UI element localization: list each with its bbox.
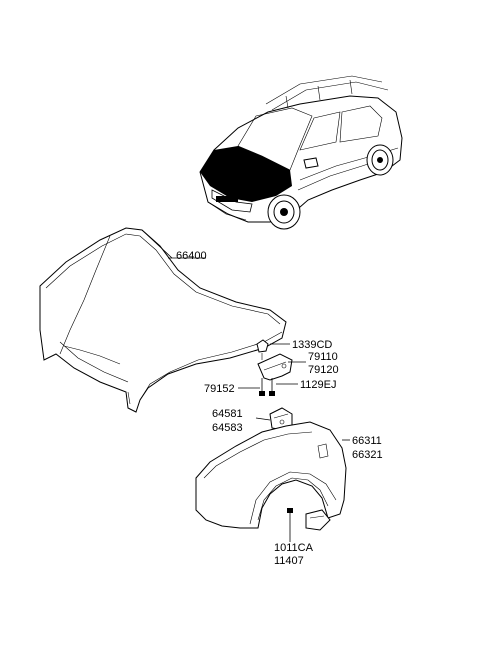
label-hinge-lh: 79110	[308, 351, 338, 363]
label-fender-lh: 66311	[352, 435, 382, 447]
label-screw-b: 11407	[274, 555, 304, 567]
hood-hinge	[256, 339, 293, 396]
hood-panel	[39, 227, 287, 413]
vehicle-illustration	[199, 75, 403, 230]
label-hood-bumper: 1339CD	[292, 339, 332, 351]
fender-screw	[287, 508, 293, 530]
front-fender	[195, 421, 347, 531]
label-hinge-bolt: 79152	[204, 383, 235, 395]
leader-lines	[141, 229, 350, 542]
label-fender-rh: 66321	[352, 449, 383, 461]
label-bracket-a: 64581	[212, 408, 243, 420]
label-hinge-rh: 79120	[308, 364, 339, 376]
callout-labels: 66400 1339CD 79110 79120 79152 1129EJ 64…	[176, 250, 383, 567]
label-screw-a: 1011CA	[274, 542, 314, 554]
label-hood: 66400	[176, 250, 207, 262]
label-hinge-nut: 1129EJ	[300, 379, 337, 391]
label-bracket-b: 64583	[212, 422, 243, 434]
